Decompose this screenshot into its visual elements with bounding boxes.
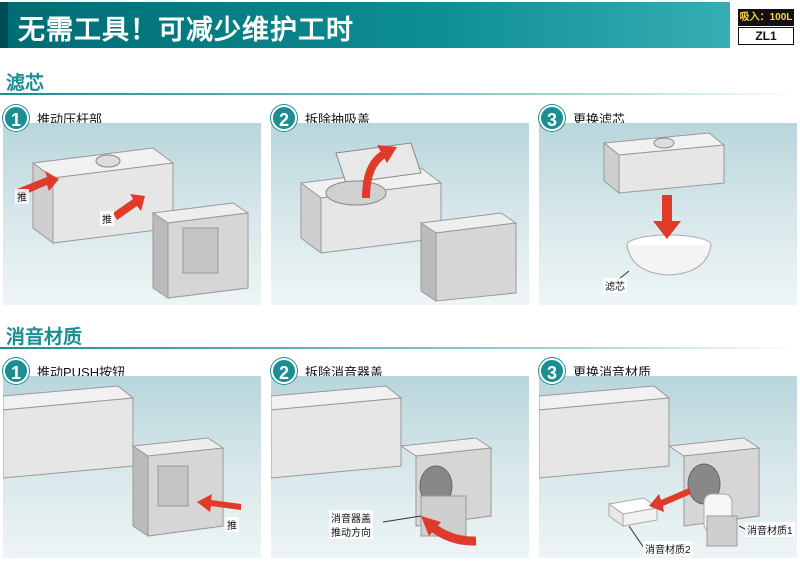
step-illustration: 推 推 [3, 123, 261, 305]
callout-label: 推 [15, 189, 29, 204]
step-number: 3 [539, 358, 565, 384]
silencer-step-1-panel: 1 推动PUSH按钮 推 [3, 358, 261, 558]
filter-step-3-panel: 3 更换滤芯 滤芯 [539, 105, 797, 305]
step-illustration: 推 [3, 376, 261, 558]
filter-step-2-panel: 2 拆除抽吸盖 [271, 105, 529, 305]
push-arrow-icon [197, 494, 241, 512]
arrow-head-icon [653, 221, 681, 239]
step-number: 1 [3, 358, 29, 384]
callout-label: 消音材质2 [643, 541, 693, 556]
callout-label: 消音器盖 [329, 510, 373, 525]
down-arrow-icon [662, 195, 672, 223]
section-rule [0, 93, 800, 95]
banner-accent [0, 2, 8, 48]
header-banner: 无需工具！可减少维护工时 吸入：100L ZL1 [0, 0, 800, 50]
device-illustration [17, 147, 250, 299]
page-title: 无需工具！可减少维护工时 [18, 15, 354, 46]
device-illustration [299, 142, 518, 302]
section-rule [0, 347, 800, 349]
callout-label: 滤芯 [603, 278, 627, 293]
step-illustration: 消音器盖 推动方向 [271, 376, 529, 558]
step-number: 1 [3, 105, 29, 131]
arrow-head-icon [377, 145, 397, 163]
move-arrow-icon [649, 488, 691, 512]
device-illustration [539, 385, 761, 549]
step-number: 3 [539, 105, 565, 131]
silencer-step-2-panel: 2 拆除消音器盖 消音器盖 推动方向 [271, 358, 529, 558]
callout-label: 推 [100, 211, 114, 226]
step-illustration: 滤芯 [539, 123, 797, 305]
device-illustration [271, 385, 493, 546]
intake-badge: 吸入：100L [738, 9, 794, 26]
step-number: 2 [271, 105, 297, 131]
push-arrow-icon [113, 194, 145, 220]
step-illustration: 消音材质1 消音材质2 [539, 376, 797, 558]
device-illustration [3, 385, 241, 537]
step-number: 2 [271, 358, 297, 384]
section-title-silencer: 消音材质 [6, 326, 83, 348]
silencer-step-3-panel: 3 更换消音材质 消音材质1 消音材质2 [539, 358, 797, 558]
step-illustration [271, 123, 529, 305]
device-illustration [602, 132, 726, 284]
banner-bar [0, 2, 730, 48]
arrow-head-icon [421, 516, 441, 536]
model-badge: ZL1 [738, 27, 794, 45]
callout-label: 推动方向 [329, 524, 373, 539]
filter-step-1-panel: 1 推动压杆部 推 推 [3, 105, 261, 305]
callout-label: 消音材质1 [745, 522, 795, 537]
section-title-filter: 滤芯 [6, 72, 45, 94]
callout-label: 推 [225, 517, 239, 532]
